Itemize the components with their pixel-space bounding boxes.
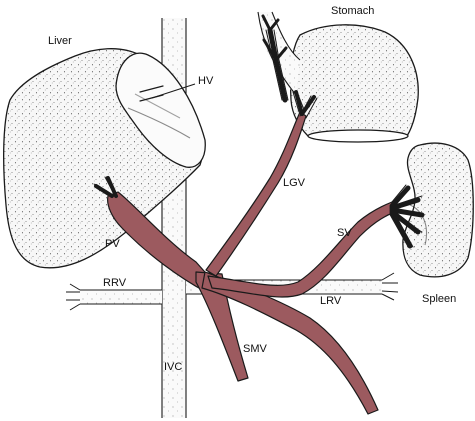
- label-spleen: Spleen: [422, 293, 456, 305]
- label-stomach: Stomach: [331, 5, 374, 17]
- label-liver: Liver: [48, 35, 72, 47]
- superior-mesenteric-vein: [195, 271, 249, 382]
- label-lrv: LRV: [320, 295, 342, 307]
- label-rrv: RRV: [103, 277, 127, 289]
- stomach: [289, 24, 419, 143]
- portal-hepatic-branches: [93, 176, 118, 198]
- left-gastric-branches: [292, 90, 318, 119]
- label-lgv: LGV: [283, 177, 306, 189]
- label-smv: SMV: [243, 343, 268, 355]
- esophageal-branches: [261, 14, 289, 103]
- hv-leader-line: [151, 83, 196, 99]
- spleen: [402, 142, 474, 278]
- portal-vein-trunk: [107, 191, 213, 293]
- label-pv: PV: [105, 238, 120, 250]
- label-ivc: IVC: [164, 361, 182, 373]
- liver: [3, 48, 206, 269]
- portal-venous-system: [93, 14, 425, 415]
- left-gastric-vein: [205, 111, 307, 277]
- splenic-hilum-branches: [389, 184, 425, 249]
- label-hv: HV: [198, 75, 214, 87]
- label-sv: SV: [337, 227, 352, 239]
- right-renal-vein: [66, 283, 162, 311]
